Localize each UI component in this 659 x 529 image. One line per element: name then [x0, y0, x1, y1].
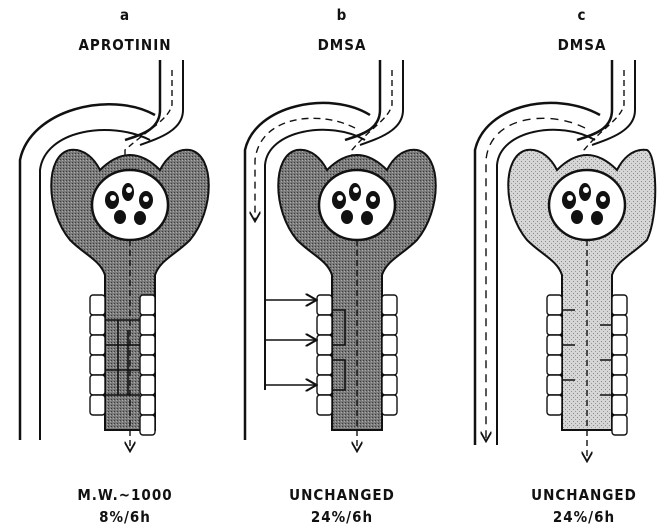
panel-a-nephron: [20, 60, 209, 450]
panel-c-caption-line1: UNCHANGED: [509, 488, 659, 503]
panel-a-tubule-cells-right: [140, 295, 155, 435]
panel-c-nephron: [475, 60, 655, 460]
panel-a-afferent-vessel: [125, 60, 160, 140]
panel-b-glomerulus: [319, 170, 395, 240]
panel-c-tubule-cells-left: [547, 295, 562, 415]
panel-a-caption-line1: M.W.~1000: [55, 488, 195, 503]
panel-a-tubule-cells-left: [90, 295, 105, 415]
panel-c-tubule-cells-right: [612, 295, 627, 435]
panel-b-tubule-cells-left: [317, 295, 332, 415]
panel-c-caption-line2: 24%/6h: [509, 510, 659, 525]
panel-b-nephron: [245, 60, 436, 450]
panel-a-caption-line2: 8%/6h: [55, 510, 195, 525]
panel-b-tubule-cells-right: [382, 295, 397, 415]
panel-c-glomerulus: [549, 170, 625, 240]
panel-b-caption-line1: UNCHANGED: [267, 488, 417, 503]
panel-a-glomerulus: [92, 170, 168, 240]
panel-b-caption-line2: 24%/6h: [267, 510, 417, 525]
